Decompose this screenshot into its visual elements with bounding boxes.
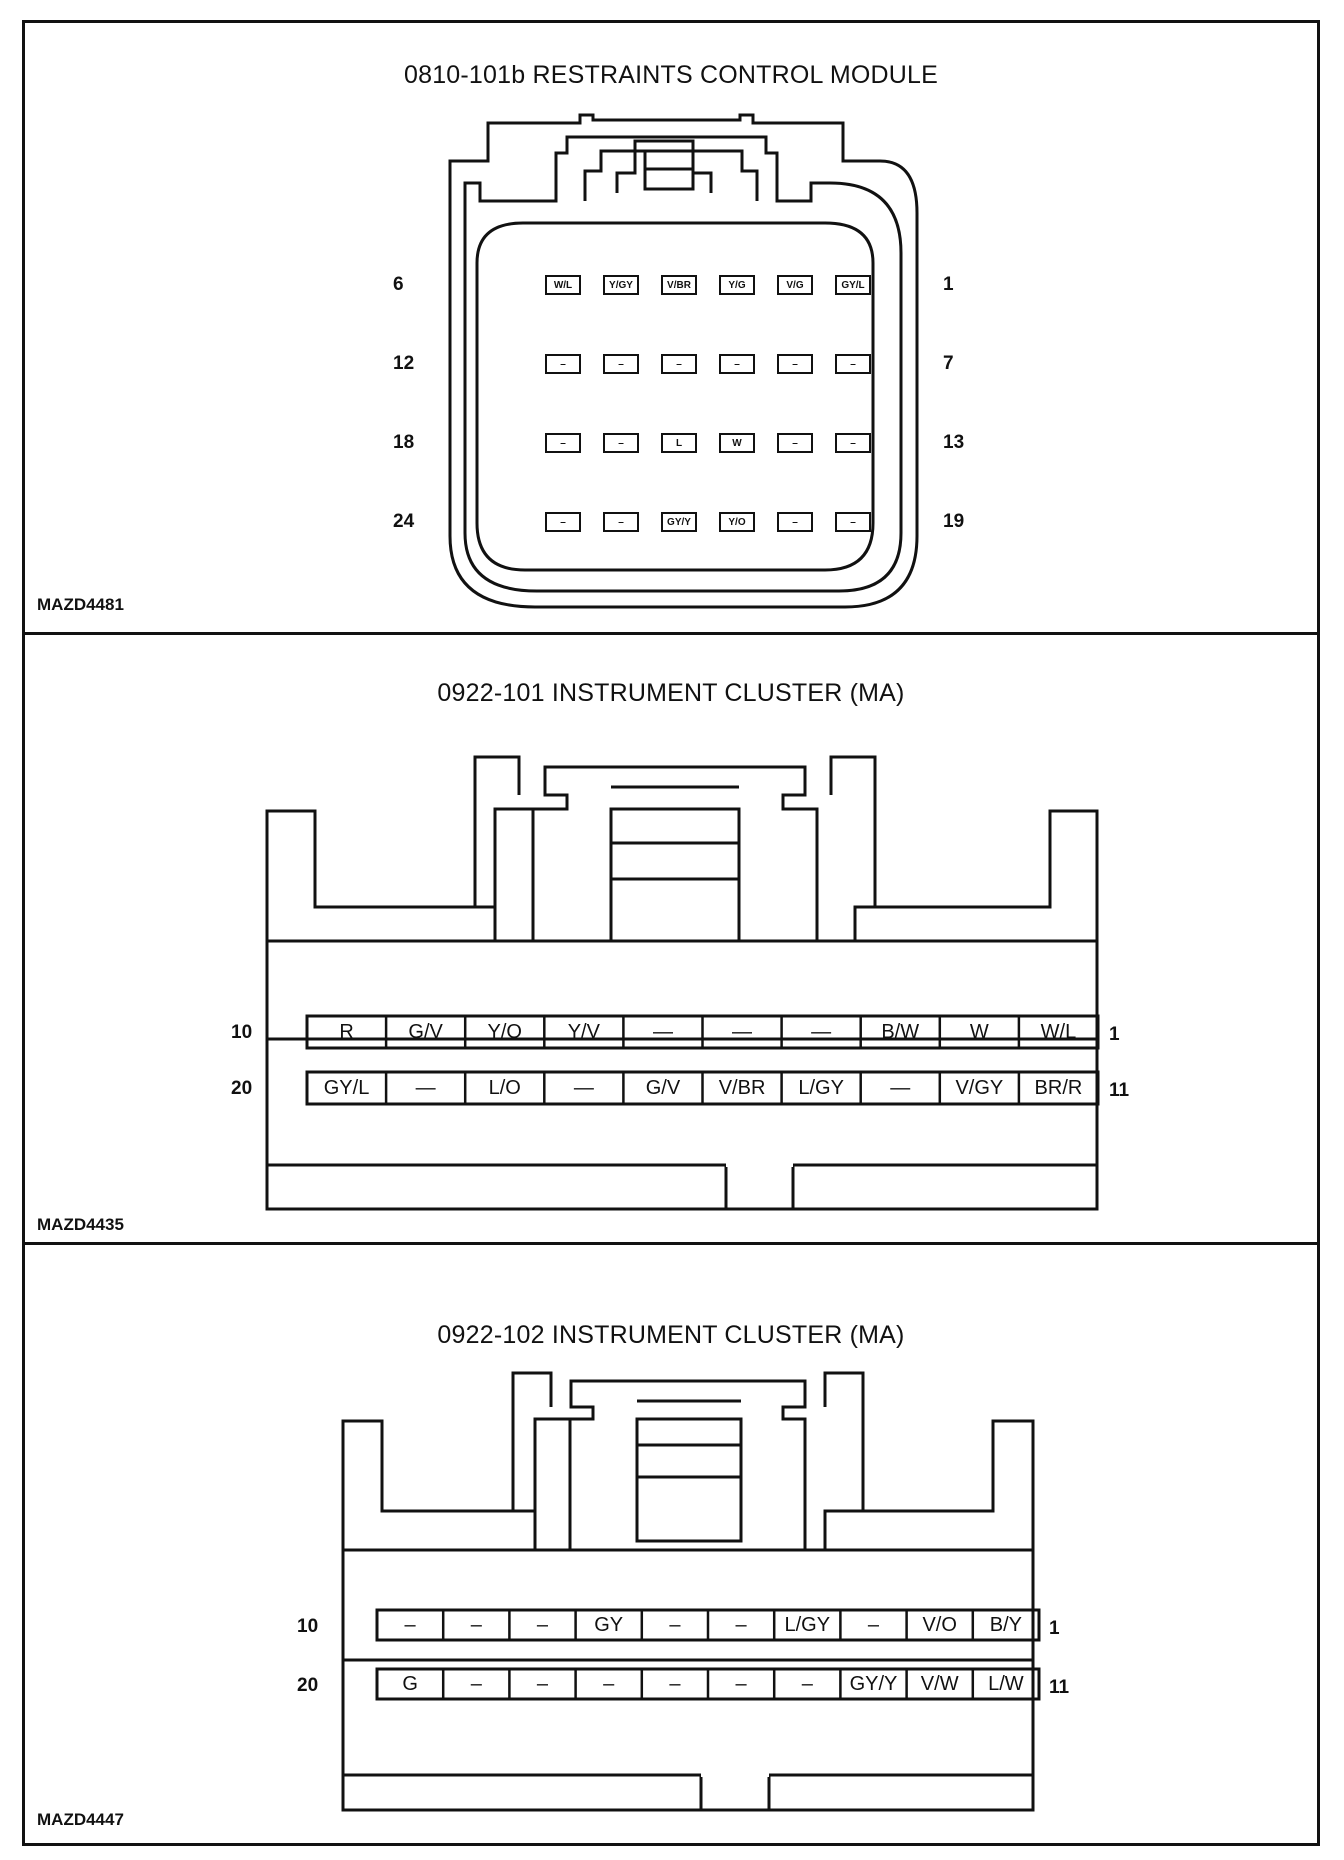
pin-wire-color: GY/Y — [849, 1672, 898, 1695]
pin-wire-color: – — [801, 1672, 813, 1695]
pin-wire-color: — — [811, 1020, 832, 1043]
pin-row-strips — [305, 1014, 1100, 1106]
pin-wire-color: W — [969, 1020, 989, 1043]
pin-cavity: – — [545, 354, 581, 374]
pin-number-left: 10 — [297, 1616, 319, 1637]
pin-wire-color: R — [339, 1020, 354, 1043]
pin-wire-color: W/L — [1040, 1020, 1077, 1043]
pin-wire-color: L/W — [988, 1672, 1024, 1695]
pin-cavity: L — [661, 433, 697, 453]
pin-cavity: – — [719, 354, 755, 374]
pin-wire-color: GY — [594, 1613, 624, 1636]
pin-wire-color: V/O — [922, 1613, 957, 1636]
panel-title: 0810-101b RESTRAINTS CONTROL MODULE — [403, 61, 938, 89]
pin-cavity: – — [603, 512, 639, 532]
pin-wire-color: – — [735, 1672, 747, 1695]
pin-number-right: 13 — [943, 432, 965, 453]
pin-number-right: 11 — [1109, 1080, 1130, 1101]
pin-wire-color: – — [867, 1613, 880, 1636]
panel-title: 0922-102 INSTRUMENT CLUSTER (MA) — [437, 1321, 905, 1349]
pin-wire-color: – — [536, 1672, 549, 1695]
pin-number-left: 12 — [393, 353, 415, 374]
pin-wire-color: G/V — [408, 1020, 443, 1043]
pin-cavity: – — [545, 433, 581, 453]
diagram-code: MAZD4435 — [37, 1215, 124, 1234]
pin-wire-color: L/GY — [798, 1076, 844, 1099]
pin-wire-color: G/V — [645, 1076, 681, 1099]
pin-wire-color: — — [890, 1076, 911, 1099]
pin-wire-color: V/W — [920, 1672, 959, 1695]
pin-row-strips — [375, 1608, 1041, 1701]
pin-wire-color: B/W — [881, 1020, 920, 1043]
pin-wire-color: L/GY — [784, 1613, 831, 1636]
instrument-cluster-101-panel: 0922-101 INSTRUMENT CLUSTER (MA) — [25, 632, 1317, 1242]
pin-wire-color: V/BR — [718, 1076, 766, 1099]
instrument-cluster-102-panel: 0922-102 INSTRUMENT CLUSTER (MA) — [25, 1242, 1317, 1843]
pin-cavity: V/BR — [661, 275, 697, 295]
pin-cavity: – — [835, 354, 871, 374]
restraints-module-panel: 0810-101b RESTRAINTS CONTROL MODULE 6 1 W/… — [25, 23, 1317, 632]
diagram-code: MAZD4481 — [37, 595, 124, 614]
pin-number-left: 24 — [393, 511, 415, 532]
pin-number-right: 1 — [943, 274, 954, 295]
pin-cavity: Y/GY — [603, 275, 639, 295]
diagram-code: MAZD4447 — [37, 1810, 124, 1829]
pin-wire-color: — — [573, 1076, 594, 1099]
pin-wire-color: – — [603, 1672, 615, 1695]
pin-wire-color: – — [669, 1613, 681, 1636]
pin-number-right: 1 — [1049, 1618, 1060, 1639]
pin-wire-color: — — [415, 1076, 436, 1099]
pin-cavity: – — [777, 354, 813, 374]
restraints-connector-outline — [448, 113, 919, 609]
pin-cavity: GY/Y — [661, 512, 697, 532]
pin-wire-color: BR/R — [1034, 1076, 1083, 1099]
pin-cavity: – — [661, 354, 697, 374]
pin-cavity: – — [777, 512, 813, 532]
pin-number-left: 6 — [393, 274, 404, 295]
pin-wire-color: – — [669, 1672, 681, 1695]
pin-wire-color: – — [470, 1613, 482, 1636]
pin-number-left: 20 — [297, 1675, 319, 1696]
pin-cavity: – — [777, 433, 813, 453]
pin-wire-color: — — [732, 1020, 753, 1043]
pin-number-left: 10 — [231, 1022, 253, 1043]
pin-cavity: W — [719, 433, 755, 453]
pin-wire-color: Y/V — [567, 1020, 600, 1043]
pin-cavity: – — [545, 512, 581, 532]
pin-cavity: – — [603, 354, 639, 374]
cluster-102-connector-outline — [341, 1371, 1035, 1812]
pin-cavity: V/G — [777, 275, 813, 295]
pin-wire-color: G — [402, 1672, 418, 1695]
pin-wire-color: GY/L — [323, 1076, 370, 1099]
pin-cavity: Y/O — [719, 512, 755, 532]
pin-wire-color: – — [470, 1672, 482, 1695]
pin-cavity: GY/L — [835, 275, 871, 295]
pin-wire-color: Y/O — [487, 1020, 522, 1043]
pin-wire-color: — — [652, 1020, 673, 1043]
pin-cavity: – — [603, 433, 639, 453]
pin-wire-color: B/Y — [989, 1613, 1023, 1636]
pin-wire-color: – — [404, 1613, 416, 1636]
panel-title: 0922-101 INSTRUMENT CLUSTER (MA) — [437, 679, 905, 707]
pin-number-left: 18 — [393, 432, 415, 453]
pin-wire-color: V/GY — [955, 1076, 1004, 1099]
pin-number-right: 19 — [943, 511, 965, 532]
pin-number-right: 11 — [1049, 1677, 1070, 1698]
pin-cavity: Y/G — [719, 275, 755, 295]
pin-cavity: W/L — [545, 275, 581, 295]
pin-number-right: 1 — [1109, 1024, 1120, 1045]
pin-cavity: – — [835, 512, 871, 532]
pin-wire-color: – — [735, 1613, 747, 1636]
pin-wire-color: – — [536, 1613, 549, 1636]
pin-cavity: – — [835, 433, 871, 453]
pin-wire-color: L/O — [488, 1076, 521, 1099]
pin-number-left: 20 — [231, 1078, 253, 1099]
pin-number-right: 7 — [943, 353, 954, 374]
